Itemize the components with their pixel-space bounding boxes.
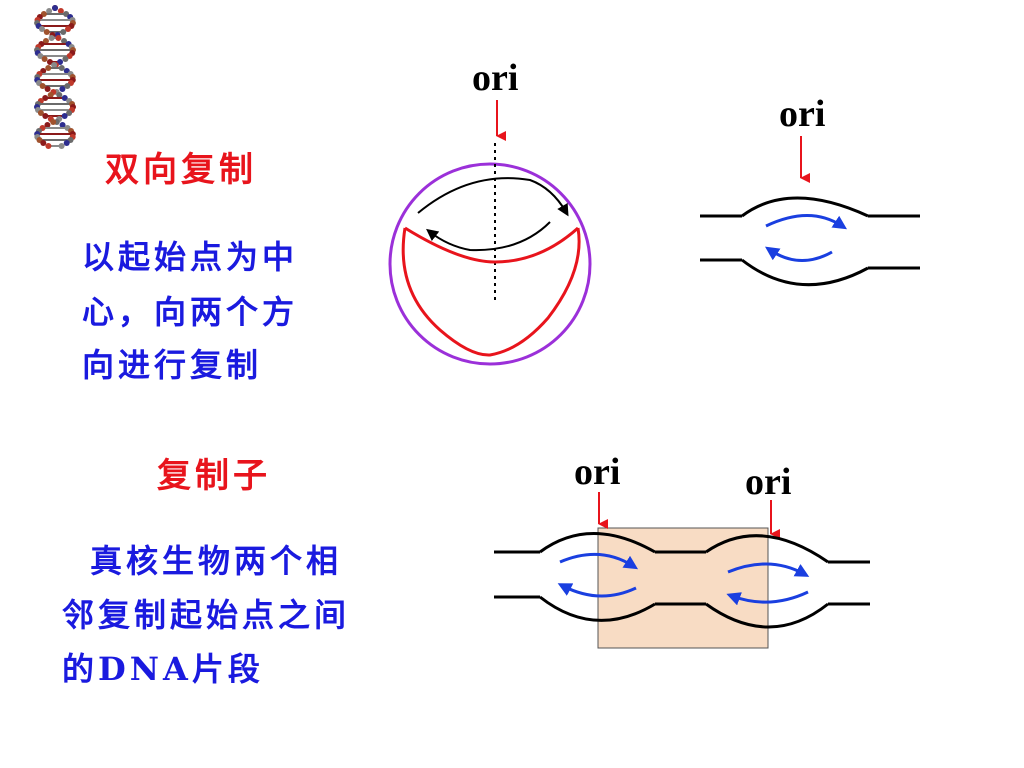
fork-arrow-right <box>765 214 848 230</box>
ori-label-circle: ori <box>472 57 519 99</box>
fork-arrow-left <box>765 246 833 262</box>
fork-arrow-counterclockwise <box>426 221 551 252</box>
replicon-right-arrow-left <box>726 590 809 606</box>
circular-replication-diagram <box>388 100 592 366</box>
desc-bidirectional-line-3: 向进行复制 <box>82 346 263 384</box>
new-strand-bubble <box>401 227 581 357</box>
replicon-right-arrow-right <box>727 562 810 577</box>
replicon-diagram <box>494 492 870 649</box>
heading-bidirectional: 双向复制 <box>105 150 257 190</box>
fork-arrow-clockwise <box>417 177 569 217</box>
desc-replicon-line-2: 邻复制起始点之间 <box>62 596 351 634</box>
replicon-box <box>597 527 769 649</box>
desc-replicon-line-1: 真核生物两个相 <box>90 542 343 580</box>
ori-label-replicon-right: ori <box>745 461 792 503</box>
desc-bidirectional-line-2: 心，向两个方 <box>82 293 299 331</box>
linear-replication-diagram <box>700 136 920 287</box>
ori-label-linear: ori <box>779 93 826 135</box>
replicon-left-arrow-left <box>557 583 637 598</box>
heading-replicon: 复制子 <box>157 456 271 496</box>
desc-bidirectional-line-1: 以起始点为中 <box>82 238 299 276</box>
circular-chromosome <box>388 162 592 366</box>
ori-label-replicon-left: ori <box>574 451 621 493</box>
new-strand-top <box>404 226 579 264</box>
desc-replicon-line-3: 的DNA片段 <box>62 650 264 688</box>
replicon-left-arrow-right <box>559 552 639 570</box>
